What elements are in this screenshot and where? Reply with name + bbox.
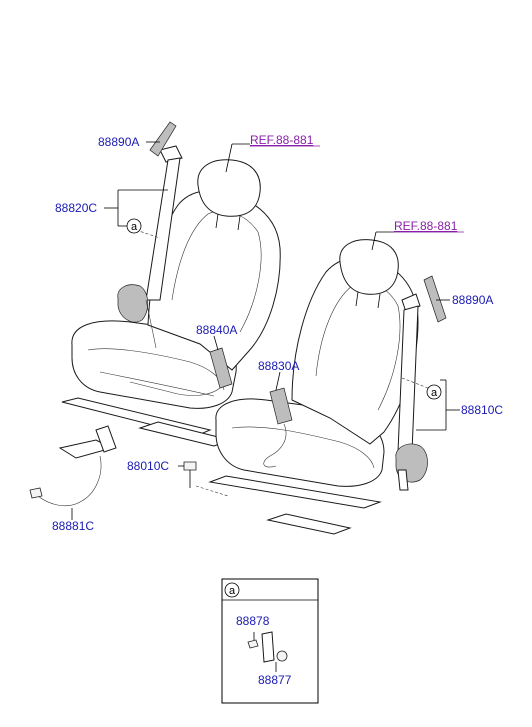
inset-label-88878: 88878: [236, 614, 270, 628]
right-headrest-post-a: [355, 291, 359, 307]
left-seatbelt: [117, 121, 183, 349]
inset-callout-circle: [224, 582, 240, 598]
label-88810c: 88810C: [461, 403, 503, 417]
left-belt-anchor: [159, 145, 183, 163]
right-buckle-cable: [263, 423, 287, 468]
bolt-leader: [195, 485, 229, 497]
left-callout-circle: [126, 218, 142, 234]
left-retractor: [117, 284, 149, 323]
label-88881c: 88881C: [52, 519, 94, 533]
right-seat-headrest: [339, 239, 399, 295]
leader-88840a: [213, 335, 219, 351]
sensor-88881c: [29, 425, 117, 507]
sensor-bracket-arm: [95, 425, 117, 453]
right-callout-letter: a: [431, 387, 438, 399]
label-88890a-left: 88890A: [98, 135, 139, 149]
right-seat-cushion-seam: [231, 426, 375, 469]
left-seat-headrest: [197, 159, 261, 217]
left-headrest-post-a: [215, 213, 219, 229]
inset-cap-88877: [276, 650, 288, 662]
leader-ref-right-v: [371, 231, 377, 251]
left-seat: [61, 159, 281, 447]
inset-detail-a: a 88878 88877: [221, 578, 319, 704]
right-seat: [208, 239, 419, 535]
right-seat-rail-outer: [208, 475, 382, 509]
label-88840a: 88840A: [196, 323, 237, 337]
bolt-head: [183, 461, 197, 471]
left-belt-webbing-upper: [145, 157, 181, 301]
leader-ref-left-v: [225, 143, 233, 173]
left-callout-leader: [135, 229, 161, 239]
left-callout-letter: a: [131, 221, 138, 233]
sensor-cable: [37, 455, 102, 507]
label-88010c: 88010C: [127, 459, 169, 473]
inset-label-88877: 88877: [258, 673, 292, 687]
label-88830a: 88830A: [258, 359, 299, 373]
leader-88830a: [275, 371, 281, 391]
left-height-adjuster: [149, 121, 177, 157]
right-seat-rail-inner: [266, 513, 352, 535]
inset-nut-88878: [247, 639, 259, 649]
left-buckle-cable: [129, 381, 221, 396]
right-headrest-post-b: [377, 293, 381, 309]
inset-callout-letter: a: [229, 585, 236, 597]
right-buckle: [269, 387, 293, 425]
right-height-adjuster: [423, 275, 447, 323]
left-belt-webbing-lower: [145, 299, 157, 349]
label-88890a-right: 88890A: [452, 293, 493, 307]
right-callout-circle: [426, 384, 442, 400]
left-seat-cushion: [71, 320, 237, 409]
right-seatbelt: [395, 275, 447, 491]
inset-bracket: [261, 631, 275, 663]
sensor-connector: [29, 487, 43, 499]
right-belt-guide: [397, 469, 409, 491]
left-seat-cushion-edge: [99, 371, 215, 397]
left-headrest-post-b: [237, 215, 241, 231]
ref-label-right: REF.88-881: [394, 219, 458, 233]
label-88820c: 88820C: [55, 201, 97, 215]
ref-label-left: REF.88-881: [250, 133, 314, 147]
bolt-88010c: [183, 461, 229, 497]
leader-lines: [71, 141, 460, 520]
